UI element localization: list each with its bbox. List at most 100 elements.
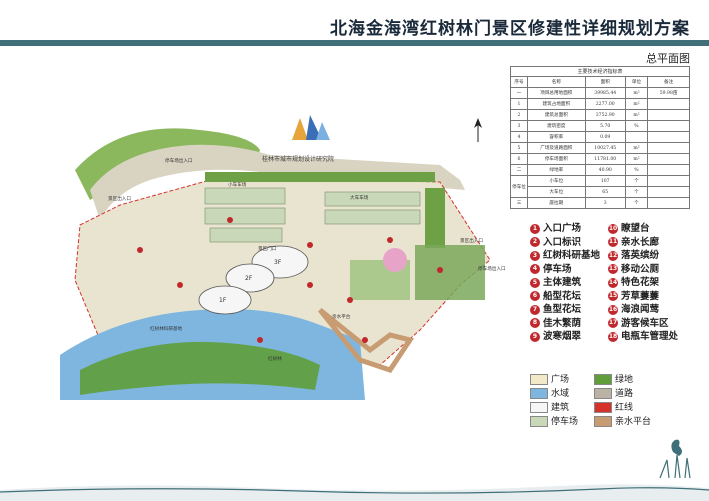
table-cell-no: 6 <box>510 153 528 165</box>
table-cell-area: 107 <box>584 175 626 187</box>
legend-swatch-icon <box>594 416 612 427</box>
plan-label: 小车车场 <box>228 183 247 188</box>
table-cell-note: 59.98亩 <box>647 87 690 99</box>
legend-swatch-icon <box>530 416 548 427</box>
plan-label: 大车车场 <box>350 196 369 201</box>
table-cell-name: 建筑总面积 <box>526 109 586 121</box>
legend-label: 特色花架 <box>621 277 660 288</box>
legend-label: 瞭望台 <box>621 223 650 234</box>
legend-symbol-label: 停车场 <box>551 417 579 427</box>
table-cell-unit: m² <box>624 142 649 154</box>
legend-label: 电瓶车管理处 <box>621 331 679 342</box>
table-cell-note <box>647 98 690 110</box>
table-cell-area: 2277.00 <box>584 98 626 110</box>
legend-label: 主体建筑 <box>543 277 582 288</box>
table-cell-note <box>647 175 690 187</box>
north-arrow-icon <box>474 118 482 142</box>
table-cell-name: 建筑占地面积 <box>526 98 586 110</box>
plan-marker <box>137 247 143 253</box>
legend-swatch-icon <box>530 388 548 399</box>
table-cell-name: 大车位 <box>526 186 586 198</box>
table-cell-area: 3 <box>584 197 626 209</box>
legend-symbol-label: 亲水平台 <box>615 417 652 427</box>
plan-label: 停车场出入口 <box>165 159 193 164</box>
legend-number-icon: 8 <box>530 318 540 328</box>
legend-symbol-label: 道路 <box>615 389 634 399</box>
legend-number-icon: 12 <box>608 250 618 261</box>
plan-label: 红树林科研基地 <box>150 327 183 332</box>
legend-symbol: 道路 <box>594 388 633 400</box>
table-cell-area: 65 <box>584 186 626 198</box>
legend-number-icon: 9 <box>530 331 540 342</box>
table-cell-name: 小车位 <box>526 175 586 187</box>
legend-swatch-icon <box>530 402 548 413</box>
legend-number-icon: 1 <box>530 223 540 234</box>
table-cell-unit: 个 <box>624 186 649 198</box>
building-label: 1F <box>219 297 227 304</box>
legend-label: 亲水长廊 <box>621 236 660 248</box>
legend-symbol-label: 水域 <box>551 389 570 399</box>
mangrove-area <box>80 341 320 395</box>
plan-marker <box>437 267 443 273</box>
legend-symbol: 建筑 <box>530 402 569 414</box>
plan-label: 亲水平台 <box>332 315 351 320</box>
legend-label: 移动公厕 <box>621 263 660 275</box>
legend-label: 入口标识 <box>543 236 582 248</box>
legend-label: 游客候车区 <box>621 317 669 329</box>
table-cell-area: 5.70 <box>584 120 626 132</box>
column-header: 面积 <box>584 76 626 88</box>
column-header: 名称 <box>526 76 586 88</box>
legend-number-icon: 2 <box>530 237 540 247</box>
legend-label: 落英缤纷 <box>621 250 660 261</box>
legend-number-icon: 16 <box>608 304 618 315</box>
legend-number-icon: 17 <box>608 318 618 328</box>
table-cell-unit: m² <box>624 87 649 99</box>
legend-symbol-label: 绿地 <box>615 375 634 385</box>
page-title: 北海金海湾红树林门景区修建性详细规划方案 <box>330 19 690 39</box>
plan-label: 停车场出入口 <box>478 267 506 272</box>
plan-marker <box>307 242 313 248</box>
legend-symbol: 红线 <box>594 402 633 414</box>
waterfront-promenade <box>318 308 415 373</box>
table-cell-name: 容积率 <box>526 131 586 143</box>
legend-number-icon: 7 <box>530 304 540 315</box>
column-header: 单位 <box>624 76 649 88</box>
column-header: 序号 <box>510 76 528 88</box>
table-cell-note <box>647 120 690 132</box>
table-cell-group: 停车位 <box>510 175 528 198</box>
building-label: 2F <box>245 275 253 282</box>
table-caption: 主要技术经济指标表 <box>510 66 690 77</box>
legend-swatch-icon <box>594 374 612 385</box>
table-cell-note <box>647 131 690 143</box>
legend-swatch-icon <box>594 402 612 413</box>
table-cell-area: 0.09 <box>584 131 626 143</box>
table-cell-unit: m² <box>624 109 649 121</box>
table-cell-unit: m² <box>624 153 649 165</box>
legend-label: 波寒烟翠 <box>543 331 582 342</box>
building-label: 3F <box>274 259 282 266</box>
table-cell-name: 绿地率 <box>526 164 586 176</box>
site-plan: 3F 2F 1F <box>60 115 491 400</box>
table-cell-area: 39985.44 <box>584 87 626 99</box>
plan-label: 红树林 <box>268 357 282 362</box>
table-cell-unit: % <box>624 164 649 176</box>
legend-swatch-icon <box>530 374 548 385</box>
table-cell-area: 10027.45 <box>584 142 626 154</box>
legend-label: 佳木繁荫 <box>543 317 582 329</box>
legend-label: 鱼型花坛 <box>543 304 582 315</box>
